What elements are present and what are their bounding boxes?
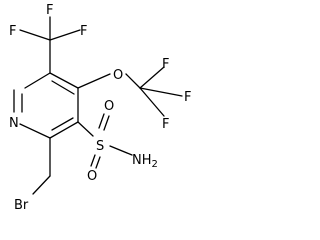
- bond-cf3-f-right: [49, 29, 81, 41]
- bromomethyl-group: [32, 137, 51, 195]
- bond-c2-n1: [19, 123, 51, 139]
- bond-s-o-bottom-b: [95, 156, 101, 169]
- sulfonamide-group: [77, 113, 133, 169]
- atom-s-sulfonyl: S: [96, 139, 104, 154]
- atom-nh2-main: NH: [132, 153, 152, 168]
- molecule-structure: F F F O F F F N S O O NH2 Br: [9, 3, 191, 213]
- atom-br: Br: [14, 198, 29, 213]
- atom-f-cf3-top: F: [46, 3, 53, 18]
- bond-cf3-f-left: [19, 29, 51, 41]
- atom-labels: F F F O F F F N S O O NH2 Br: [9, 3, 191, 213]
- atom-o-sulfonyl-bottom: O: [87, 169, 97, 184]
- atom-f-ocf3-top: F: [162, 57, 169, 72]
- bond-s-o-top-a: [98, 113, 105, 129]
- bond-ch2-br: [32, 175, 51, 195]
- bond-s-o-bottom-a: [90, 154, 96, 167]
- bond-s-o-top-b: [103, 115, 110, 131]
- bond-c6-c5: [24, 72, 51, 89]
- bond-c4-c4-inner: [51, 80, 75, 95]
- bond-c3-c2-inner: [51, 117, 74, 131]
- bond-s-nh2: [109, 145, 133, 156]
- bond-c-f-bottom: [139, 87, 165, 117]
- bond-c-f-right: [139, 87, 183, 97]
- bond-c3-c2: [49, 121, 79, 139]
- pyridine-ring: [13, 72, 79, 139]
- bond-c-f-top: [139, 66, 165, 89]
- atom-o-ether: O: [113, 68, 123, 83]
- atom-nh2-subscript: 2: [152, 159, 158, 170]
- atom-f-ocf3-right: F: [184, 90, 191, 105]
- atom-n-ring: N: [9, 116, 19, 131]
- atom-o-sulfonyl-top: O: [104, 99, 114, 114]
- bond-c4-o: [77, 73, 111, 89]
- bond-c3-s: [77, 121, 94, 137]
- atom-f-cf3-right: F: [80, 24, 87, 39]
- bond-c5-c4: [49, 72, 79, 89]
- atom-f-cf3-left: F: [9, 24, 16, 39]
- bond-o-c: [125, 73, 141, 89]
- atom-f-ocf3-bottom: F: [162, 117, 169, 132]
- trifluoromethoxy-group: [77, 66, 183, 117]
- atom-nh2: NH2: [132, 153, 158, 170]
- trifluoromethyl-group: [19, 16, 81, 74]
